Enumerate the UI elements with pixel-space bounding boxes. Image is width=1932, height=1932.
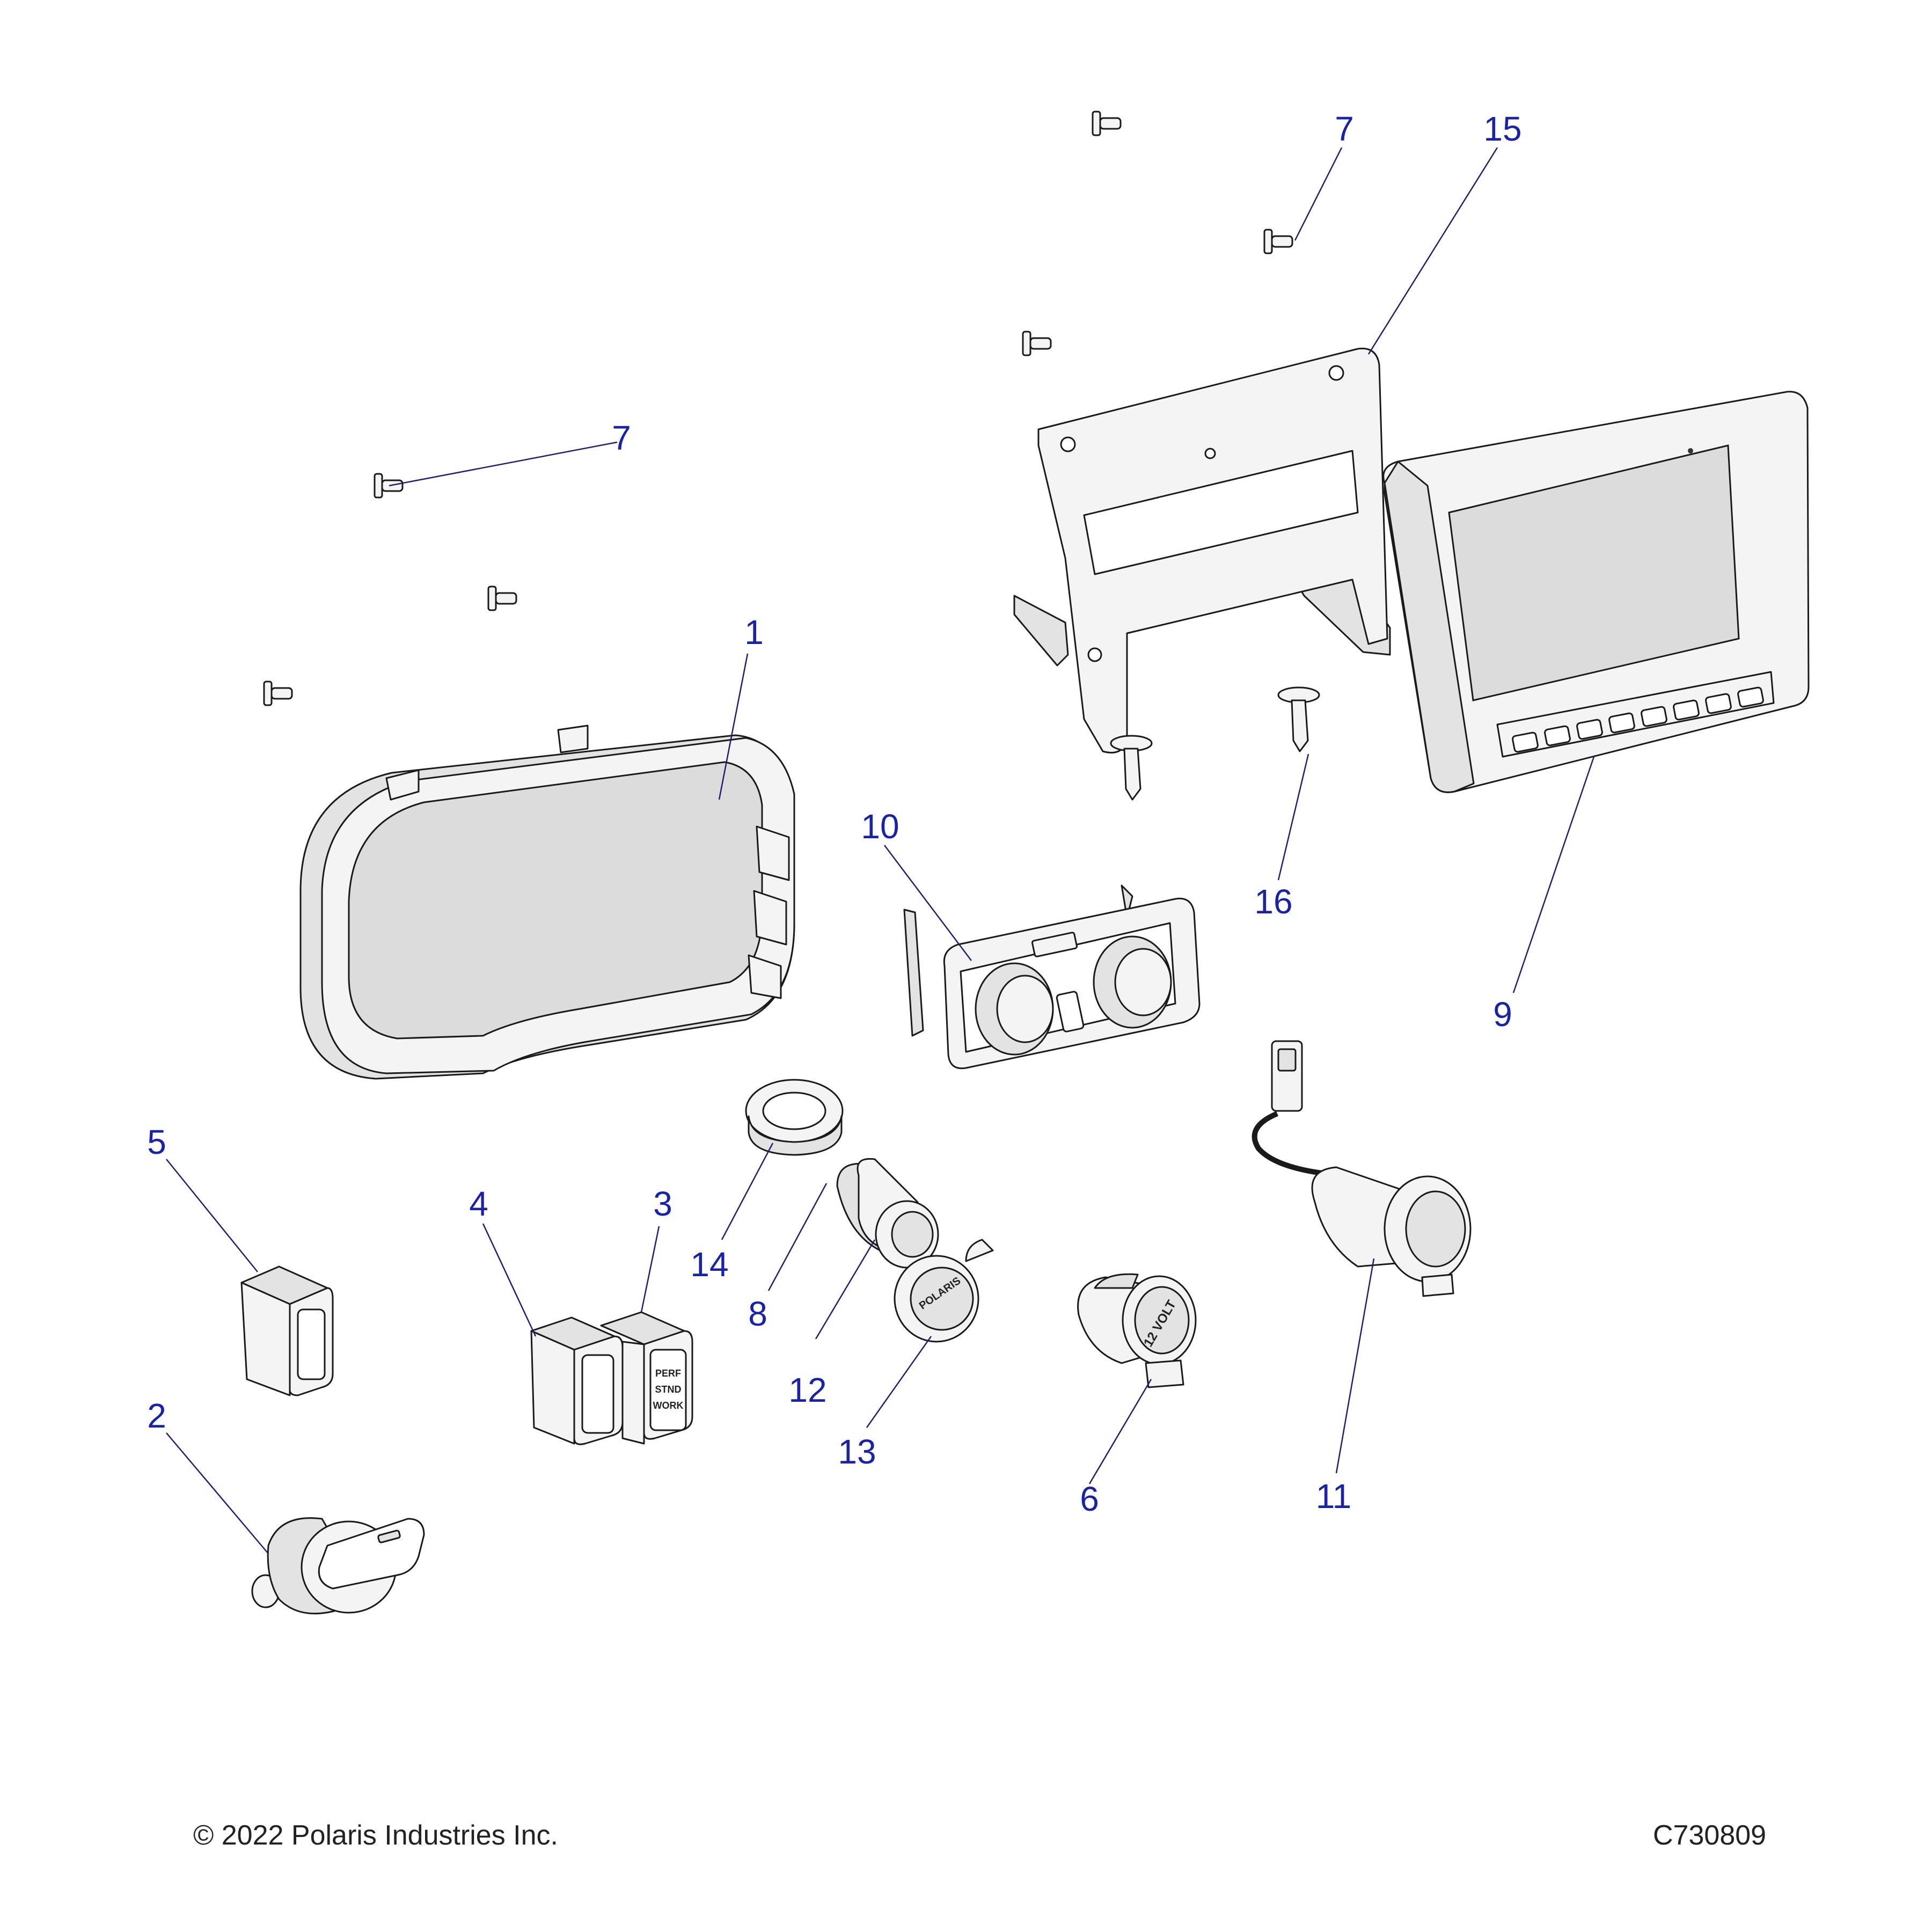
callout-12: 12	[788, 1371, 826, 1409]
screw	[1092, 111, 1122, 136]
callout-5: 5	[147, 1123, 166, 1161]
leader-line	[166, 1432, 269, 1554]
leader-line	[866, 1336, 932, 1428]
copyright-text: © 2022 Polaris Industries Inc.	[193, 1820, 558, 1851]
callout-15: 15	[1483, 109, 1521, 148]
leader-line	[389, 441, 618, 487]
stnd-text: STND	[655, 1384, 682, 1395]
screw	[1022, 331, 1052, 356]
mounting-bracket	[1013, 347, 1391, 753]
threaded-nut	[745, 1079, 844, 1156]
leader-line	[166, 1159, 258, 1272]
display-unit	[1382, 391, 1810, 793]
control-panel	[903, 884, 1201, 1070]
callout-4: 4	[469, 1184, 488, 1223]
callout-6: 6	[1080, 1480, 1099, 1518]
callout-11: 11	[1316, 1477, 1351, 1516]
leader-line	[1367, 147, 1498, 355]
callout-3: 3	[653, 1184, 672, 1223]
leader-line	[721, 1143, 774, 1240]
screw	[487, 586, 517, 611]
callout-7: 7	[1335, 109, 1354, 148]
screw-group	[263, 111, 1293, 706]
leader-lines	[166, 147, 1595, 1554]
screw	[374, 473, 404, 499]
rocker-switch-mode: PERF STND WORK	[600, 1311, 693, 1445]
leader-line	[482, 1223, 537, 1337]
leader-line	[884, 845, 972, 961]
callout-13: 13	[838, 1432, 876, 1471]
leader-line	[1512, 756, 1595, 993]
leader-line	[1335, 1258, 1375, 1474]
power-socket	[836, 1158, 939, 1269]
leader-line	[1294, 147, 1343, 241]
screw	[1263, 229, 1293, 254]
display-button-row	[1496, 671, 1775, 758]
leader-line	[718, 653, 749, 800]
callout-8: 8	[748, 1294, 767, 1333]
twelve-volt-socket: 12 VOLT	[1077, 1273, 1197, 1388]
callout-7: 7	[612, 419, 631, 457]
leader-line	[815, 1239, 876, 1340]
callout-10: 10	[861, 807, 899, 846]
perf-text: PERF	[655, 1368, 681, 1379]
callout-9: 9	[1493, 995, 1512, 1034]
callout-2: 2	[147, 1396, 166, 1435]
drawing-number: C730809	[1653, 1820, 1767, 1851]
leader-line	[1088, 1379, 1152, 1484]
leader-line	[767, 1183, 828, 1291]
instrument-cluster	[299, 724, 795, 1080]
callout-16: 16	[1254, 882, 1292, 921]
callout-14: 14	[690, 1245, 728, 1284]
usb-charger	[1252, 1040, 1472, 1297]
work-text: WORK	[653, 1400, 684, 1411]
callout-labels: 1 2 3 4 5 6 7 7 8 9 10 11 12 13 14 15 16	[147, 109, 1521, 1518]
screw	[263, 680, 293, 706]
rocker-switch-single	[240, 1265, 334, 1396]
rocker-switch-drive	[530, 1316, 624, 1445]
socket-cap: POLARIS	[894, 1239, 994, 1343]
callout-1: 1	[744, 613, 764, 652]
push-rivet	[1277, 686, 1320, 752]
leader-line	[1277, 753, 1309, 881]
leader-line	[640, 1226, 660, 1313]
key-switch	[251, 1517, 425, 1615]
push-rivet	[1110, 735, 1153, 801]
